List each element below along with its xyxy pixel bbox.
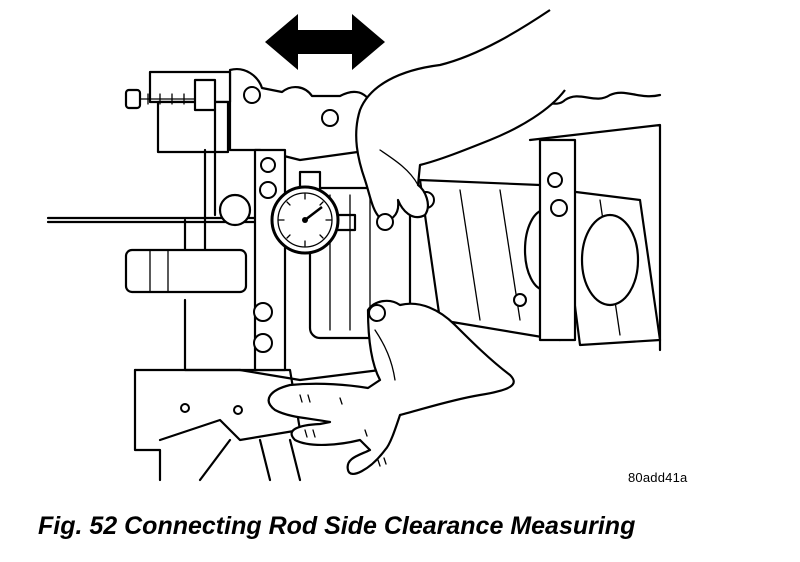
upper-hand [355, 9, 566, 231]
lower-hand [267, 299, 515, 475]
figure-code: 80add41a [628, 470, 688, 485]
indicator-bracket [124, 70, 232, 252]
dial-indicator [218, 170, 357, 255]
connecting-rod [253, 138, 577, 372]
figure-caption: Fig. 52 Connecting Rod Side Clearance Me… [38, 512, 636, 540]
double-arrow-icon [265, 14, 385, 70]
